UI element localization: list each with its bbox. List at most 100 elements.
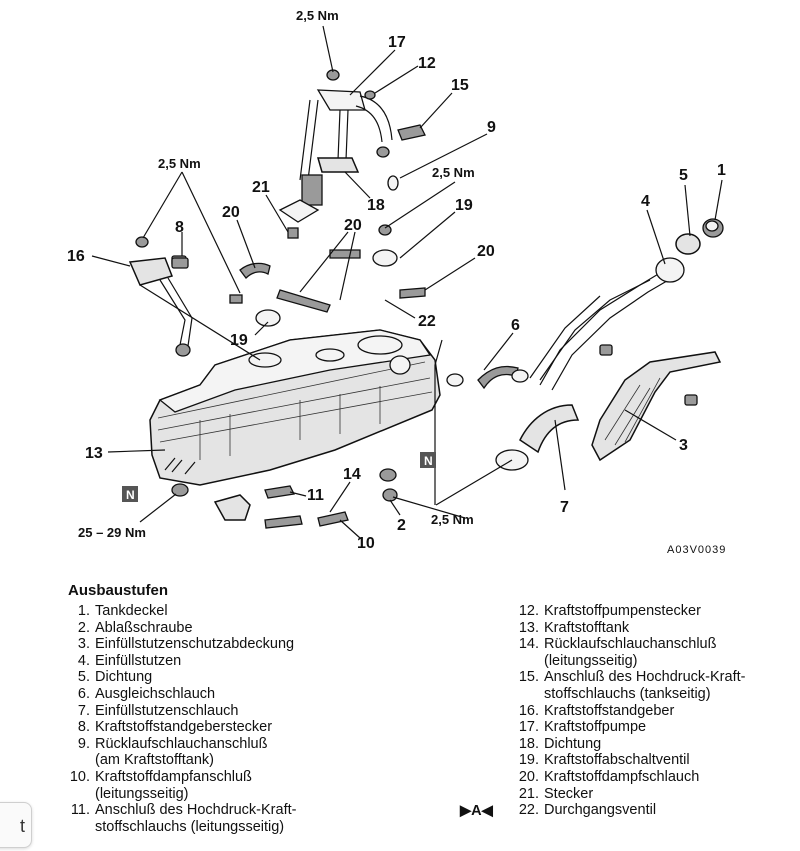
legend-item: 1. Tankdeckel (62, 603, 482, 620)
legend-item-number: 12. (518, 603, 539, 619)
legend-item-text: Kraftstoffpumpenstecker (544, 603, 796, 620)
legend-item: 18. Dichtung (511, 736, 796, 753)
callout-10: 10 (357, 535, 375, 552)
legend-item-line: Rücklaufschlauchanschluß (544, 636, 717, 653)
callout-20-center: 20 (344, 217, 362, 234)
legend-item: 4.Einfüllstutzen (62, 653, 482, 670)
legend-item-text: Kraftstoffdampfanschluß(leitungsseitig) (95, 769, 482, 802)
legend-item: 11. Anschluß des Hochdruck-Kraft-stoffsch… (62, 802, 482, 835)
callout-11: 11 (307, 487, 324, 504)
legend-item-number: 1. (77, 603, 90, 619)
legend-item-text: Rücklaufschlauchanschluß(leitungsseitig) (544, 636, 796, 669)
legend-item: 9.Rücklaufschlauchanschluß(am Kraftstoff… (62, 736, 482, 769)
filler-neck-drawing (529, 218, 724, 406)
legend-item: 15. Anschluß des Hochdruck-Kraft-stoffsch… (511, 669, 796, 702)
legend-item-line: Kraftstoffstandgeber (544, 702, 675, 719)
small-parts-drawing (171, 90, 426, 529)
legend-item: 13. Kraftstofftank (511, 620, 796, 637)
legend-item-text: Durchgangsventil (544, 802, 796, 819)
legend-item-line: Anschluß des Hochdruck-Kraft- (544, 669, 746, 686)
legend-item-number: 3. (77, 636, 90, 653)
legend-item: 8. Kraftstoffstandgeberstecker (62, 719, 482, 736)
legend-item-number: 18. (518, 735, 539, 752)
legend-item: 3.Einfüllstutzenschutzabdeckung (62, 636, 482, 653)
side-tab[interactable]: t (0, 802, 32, 848)
callout-16: 16 (67, 248, 85, 265)
n-markers: N N (122, 452, 436, 502)
callout-21: 21 (252, 179, 270, 196)
callout-labels: 1 2 3 4 5 6 7 8 9 10 11 12 13 14 15 16 1… (67, 34, 726, 552)
fuel-gauge-unit-drawing (128, 236, 193, 357)
legend-item-line: stoffschlauchs (tankseitig) (544, 685, 711, 702)
legend-item: 6.Ausgleichschlauch (62, 686, 482, 703)
legend-item-text: Einfüllstutzenschlauch (95, 703, 482, 720)
legend-item-line: Anschluß des Hochdruck-Kraft- (95, 802, 297, 819)
legend-item-number: 2. (77, 619, 90, 636)
legend-item-line: Tankdeckel (95, 603, 168, 619)
legend-item-line: Ausgleichschlauch (95, 685, 216, 702)
legend-item-number: 7. (77, 702, 90, 719)
legend-item-line: Kraftstoffstandgeberstecker (95, 719, 273, 736)
callout-15: 15 (451, 77, 469, 94)
legend-item-line: Rücklaufschlauchanschluß (95, 735, 268, 752)
legend-item-line: Kraftstoffdampfschlauch (544, 768, 700, 785)
callout-18: 18 (367, 197, 385, 214)
legend-title: Ausbaustufen (68, 582, 169, 599)
torque-label-top: 2,5 Nm (296, 8, 339, 23)
legend-item-text: Kraftstoffabschaltventil (544, 752, 796, 769)
legend-item-number: 20. (518, 768, 539, 785)
callout-22: 22 (418, 313, 436, 330)
legend-item: 10.Kraftstoffdampfanschluß(leitungsseiti… (62, 769, 482, 802)
legend-item-number: 13. (518, 619, 539, 636)
filler-neck-protector-drawing (591, 351, 722, 462)
legend-item-text: Dichtung (544, 736, 796, 753)
callout-9: 9 (487, 119, 496, 136)
fuel-pump-drawing (278, 69, 393, 223)
legend-item-text: Tankdeckel (95, 603, 482, 620)
legend-item: 20. Kraftstoffdampfschlauch (511, 769, 796, 786)
legend-item-number: 16. (518, 702, 539, 719)
legend-item-line: stoffschlauchs (leitungsseitig) (95, 818, 285, 835)
callout-17: 17 (388, 34, 406, 51)
leader-lines (91, 25, 723, 539)
legend-item-text: Dichtung (95, 669, 482, 686)
legend-item-line: Durchgangsventil (544, 802, 657, 819)
legend-item-number: 19. (518, 752, 539, 769)
figure-code: A03V0039 (667, 544, 726, 556)
legend-item: 16. Kraftstoffstandgeber (511, 703, 796, 720)
legend-item-line: (leitungsseitig) (95, 785, 189, 802)
legend-item-text: Anschluß des Hochdruck-Kraft-stoffschlau… (95, 802, 482, 835)
legend-item-line: Dichtung (95, 669, 153, 686)
callout-8: 8 (175, 219, 184, 236)
legend-item-number: 8. (77, 719, 90, 736)
legend-item-line: Kraftstoffpumpe (544, 719, 647, 736)
legend-item-text: Ablaßschraube (95, 620, 482, 637)
legend-item-text: Anschluß des Hochdruck-Kraft-stoffschlau… (544, 669, 796, 702)
callout-14: 14 (343, 466, 361, 483)
legend-item-line: Ablaßschraube (95, 619, 193, 636)
hoses-drawing (446, 365, 580, 471)
n-marker-left: N (126, 488, 135, 502)
legend-item-line: Stecker (544, 785, 594, 802)
legend-item-number: 11. (70, 802, 90, 819)
legend-item: 2. Ablaßschraube (62, 620, 482, 637)
callout-4: 4 (641, 193, 650, 210)
n-marker-left-box (122, 486, 138, 502)
exploded-view-diagram: 1 2 3 4 5 6 7 8 9 10 11 12 13 14 15 16 1… (67, 8, 726, 556)
n-marker-right-box (420, 452, 436, 468)
legend-item-line: Kraftstoffdampfanschluß (95, 768, 252, 785)
torque-label-left: 2,5 Nm (158, 156, 201, 171)
legend-item-number: 22. (518, 802, 539, 819)
callout-2: 2 (397, 517, 406, 534)
legend-item: 5.Dichtung (62, 669, 482, 686)
callout-1: 1 (717, 162, 726, 179)
legend-item-number: 17. (518, 719, 539, 736)
callout-19-left: 19 (230, 332, 248, 349)
torque-label-bottom-left: 25 – 29 Nm (78, 525, 146, 540)
legend-item-text: Rücklaufschlauchanschluß(am Kraftstoffta… (95, 736, 482, 769)
legend-item-line: Kraftstoffabschaltventil (544, 752, 690, 769)
legend-item-number: 15. (518, 669, 539, 686)
legend-item-line: Kraftstofftank (544, 619, 630, 636)
legend-right-column: 12. Kraftstoffpumpenstecker 13. Kraftstofft… (511, 603, 796, 819)
